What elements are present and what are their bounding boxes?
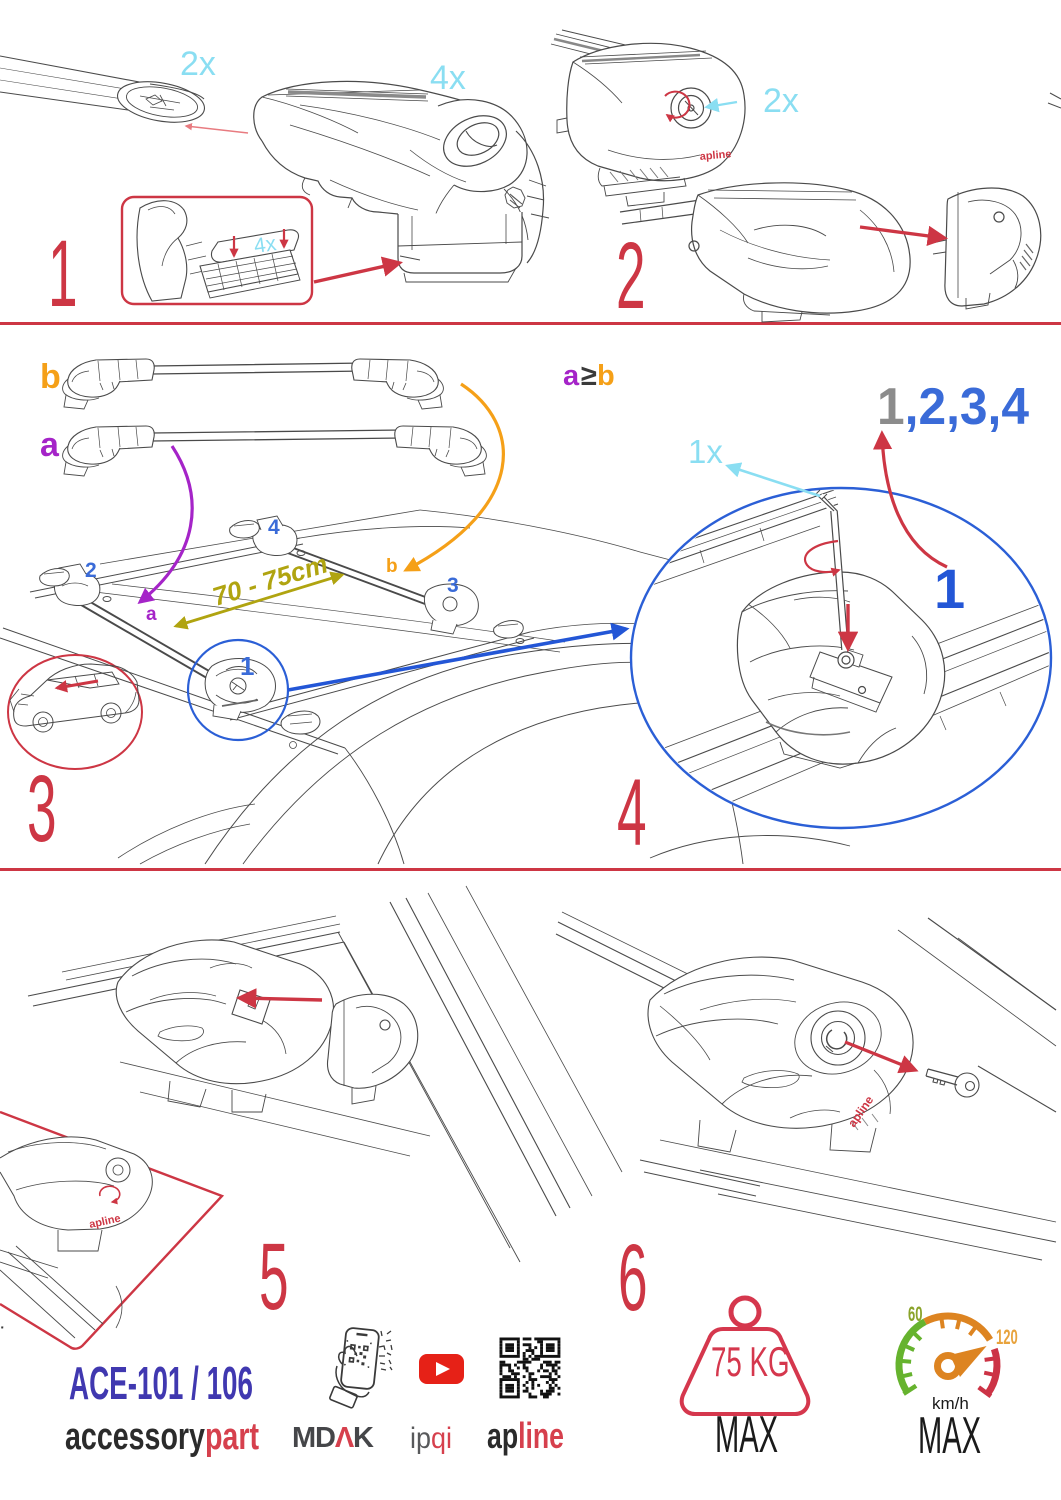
svg-text:4x: 4x <box>430 59 466 97</box>
svg-text:a: a <box>40 426 60 464</box>
svg-text:6: 6 <box>618 1225 648 1331</box>
svg-text:≥: ≥ <box>581 360 597 392</box>
svg-text:60: 60 <box>908 1302 922 1326</box>
svg-text:1: 1 <box>48 221 78 327</box>
svg-text:b: b <box>597 360 615 392</box>
svg-text:3: 3 <box>27 756 57 862</box>
svg-text:5: 5 <box>259 1224 289 1330</box>
svg-text:1: 1 <box>240 651 254 681</box>
svg-text:MDΛK: MDΛK <box>292 1422 374 1454</box>
svg-text:4: 4 <box>617 760 647 866</box>
svg-text:1,2,3,4: 1,2,3,4 <box>877 378 1029 436</box>
svg-text:3: 3 <box>447 574 459 597</box>
svg-text:b: b <box>386 556 398 577</box>
svg-text:MAX: MAX <box>918 1406 981 1464</box>
svg-text:1x: 1x <box>688 433 723 470</box>
svg-text:4x: 4x <box>252 232 278 258</box>
svg-text:b: b <box>40 358 61 396</box>
svg-text:MAX: MAX <box>715 1405 778 1463</box>
svg-text:4: 4 <box>268 516 280 539</box>
svg-text:accessorypart: accessorypart <box>65 1416 259 1458</box>
svg-text:1: 1 <box>934 557 965 620</box>
svg-text:apline: apline <box>699 148 732 163</box>
svg-text:2x: 2x <box>763 82 799 120</box>
svg-text:km/h: km/h <box>932 1394 969 1413</box>
svg-text:a: a <box>146 604 157 625</box>
svg-text:2: 2 <box>616 223 646 329</box>
svg-text:ipqi: ipqi <box>410 1422 452 1455</box>
svg-text:apline: apline <box>487 1415 564 1456</box>
svg-text:a: a <box>563 360 580 392</box>
svg-text:75 KG: 75 KG <box>711 1338 790 1385</box>
svg-text:2x: 2x <box>180 45 216 83</box>
svg-text:120: 120 <box>996 1325 1018 1349</box>
svg-text:ACE-101 / 106: ACE-101 / 106 <box>69 1357 253 1409</box>
svg-text:2: 2 <box>85 559 97 582</box>
